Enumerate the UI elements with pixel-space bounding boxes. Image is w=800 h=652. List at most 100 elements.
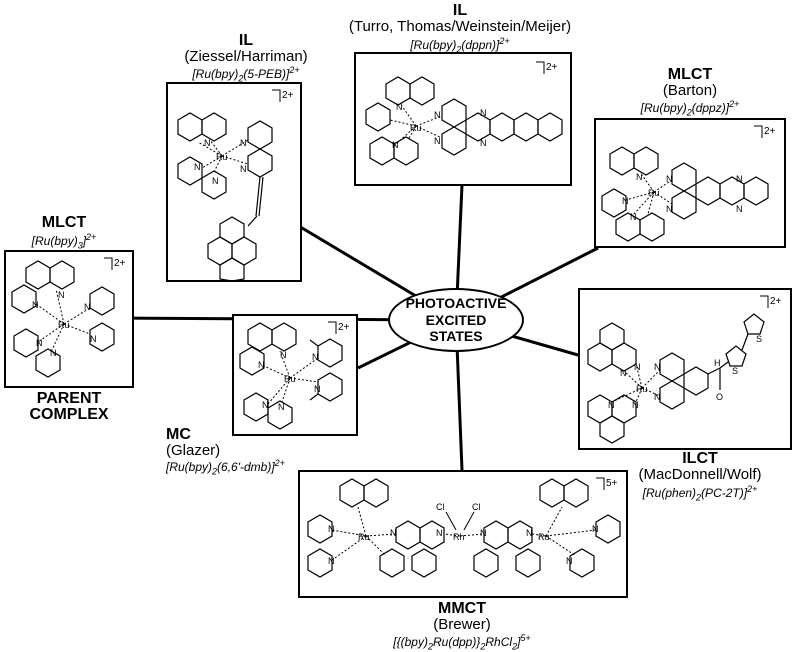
n-label: N xyxy=(278,402,285,412)
n-label: N xyxy=(526,528,533,538)
il-turro-authors: (Turro, Thomas/Weinstein/Meijer) xyxy=(348,18,572,35)
mlct-barton-type: MLCT xyxy=(667,66,713,83)
n-label: N xyxy=(396,102,403,112)
mmct-structure-box: 5+ R xyxy=(298,470,628,598)
n-label: N xyxy=(50,348,57,358)
n-label: N xyxy=(480,528,487,538)
ilct-metal: Ru xyxy=(636,384,648,394)
center-line3: STATES xyxy=(429,328,483,345)
n-label: N xyxy=(632,400,639,410)
nh-label: H xyxy=(714,358,721,368)
n-label: N xyxy=(204,138,211,148)
mc-glazer-formula: [Ru(bpy)2(6,6'-dmb)]2+ xyxy=(166,458,285,477)
n-label: N xyxy=(592,524,599,534)
mmct-charge: 5+ xyxy=(606,478,618,489)
il-ziessel-authors: (Ziessel/Harriman) xyxy=(184,48,308,65)
parent-structure-box: 2+ Ru N N N N N N xyxy=(4,250,134,388)
il-turro-metal: Ru xyxy=(410,123,422,133)
mmct-authors: (Brewer) xyxy=(433,616,491,633)
n-label: N xyxy=(654,392,661,402)
n-label: N xyxy=(328,524,335,534)
mc-glazer-charge: 2+ xyxy=(338,322,350,333)
parent-caption-line1: PARENT xyxy=(36,390,102,407)
n-label: N xyxy=(622,196,629,206)
n-label: N xyxy=(620,368,627,378)
n-label: N xyxy=(654,362,661,372)
n-label: N xyxy=(32,300,39,310)
n-label: N xyxy=(608,400,615,410)
s-label: S xyxy=(756,334,762,344)
n-label: N xyxy=(240,138,247,148)
mmct-type: MMCT xyxy=(438,600,486,617)
mmct-formula: [{(bpy)2Ru(dpp)}2RhCl2]5+ xyxy=(393,633,531,652)
mlct-barton-formula: [Ru(bpy)2(dppz)]2+ xyxy=(640,99,740,118)
ilct-formula: [Ru(phen)2(PC-2T)]2+ xyxy=(642,484,758,503)
n-label: N xyxy=(392,140,399,150)
il-ziessel-type: IL xyxy=(238,32,254,49)
parent-structure: Ru N N N N N N xyxy=(11,257,115,378)
il-turro-type: IL xyxy=(452,2,468,19)
center-line1: PHOTOACTIVE xyxy=(405,294,507,311)
o-label: O xyxy=(716,392,723,402)
n-label: N xyxy=(328,556,335,566)
il-turro-structure: Ru N N N N N N xyxy=(365,61,563,166)
n-label: N xyxy=(434,110,441,120)
il-ziessel-charge: 2+ xyxy=(282,90,294,101)
n-label: N xyxy=(212,176,219,186)
mmct-cl-right: Cl xyxy=(472,502,481,512)
il-ziessel-structure: Ru N N N N N xyxy=(177,89,281,282)
photoactive-excited-states-node: PHOTOACTIVE EXCITED STATES xyxy=(388,288,524,352)
n-label: N xyxy=(280,350,287,360)
parent-metal: Ru xyxy=(58,320,70,330)
mlct-barton-authors: (Barton) xyxy=(662,82,718,99)
n-label: N xyxy=(84,302,91,312)
n-label: N xyxy=(262,400,269,410)
n-label: N xyxy=(58,290,65,300)
n-label: N xyxy=(434,136,441,146)
n-label: N xyxy=(314,384,321,394)
parent-type: MLCT xyxy=(41,214,87,231)
n-label: N xyxy=(258,360,265,370)
il-ziessel-formula: [Ru(bpy)2(5-PEB)]2+ xyxy=(192,65,300,84)
center-line2: EXCITED xyxy=(425,311,487,328)
n-label: N xyxy=(630,212,637,222)
n-label: N xyxy=(194,162,201,172)
il-ziessel-structure-box: 2+ Ru N N N N N xyxy=(166,82,302,282)
mmct-structure: Ru Rh Ru Cl Cl N N N N N N N N xyxy=(307,477,621,578)
mc-glazer-authors: (Glazer) xyxy=(166,442,221,459)
n-label: N xyxy=(390,528,397,538)
il-turro-charge: 2+ xyxy=(546,62,558,73)
n-label: N xyxy=(566,556,573,566)
n-label: N xyxy=(736,204,743,214)
mlct-barton-structure: Ru N N N N N N N xyxy=(601,125,769,242)
n-label: N xyxy=(36,338,43,348)
mc-glazer-metal: Ru xyxy=(284,374,296,384)
s-label: S xyxy=(732,366,738,376)
il-ziessel-metal: Ru xyxy=(216,152,228,162)
parent-charge: 2+ xyxy=(114,258,126,269)
mmct-metal-rh: Rh xyxy=(453,532,465,542)
ilct-structure-box: 2+ Ru H O S S N N N xyxy=(578,288,792,450)
mmct-cl-left: Cl xyxy=(436,502,445,512)
il-turro-structure-box: 2+ Ru N N N N N N xyxy=(354,52,572,186)
n-label: N xyxy=(666,174,673,184)
mmct-metal-ru-right: Ru xyxy=(538,532,550,542)
ilct-charge: 2+ xyxy=(770,296,782,307)
n-label: N xyxy=(240,164,247,174)
n-label: N xyxy=(736,174,743,184)
il-turro-formula: [Ru(bpy)2(dppn)]2+ xyxy=(410,36,510,55)
ilct-authors: (MacDonnell/Wolf) xyxy=(638,466,762,483)
mc-glazer-structure: Ru N N N N N N xyxy=(239,321,343,430)
n-label: N xyxy=(312,352,319,362)
mlct-barton-structure-box: 2+ Ru N N N N N N N xyxy=(594,118,786,248)
n-label: N xyxy=(480,138,487,148)
n-label: N xyxy=(90,334,97,344)
mlct-barton-metal: Ru xyxy=(648,188,660,198)
n-label: N xyxy=(634,362,641,372)
n-label: N xyxy=(436,528,443,538)
n-label: N xyxy=(636,172,643,182)
n-label: N xyxy=(666,204,673,214)
mc-glazer-structure-box: 2+ Ru N N N N N N xyxy=(232,314,358,436)
n-label: N xyxy=(480,108,487,118)
parent-formula: [Ru(bpy)3]2+ xyxy=(31,232,97,251)
